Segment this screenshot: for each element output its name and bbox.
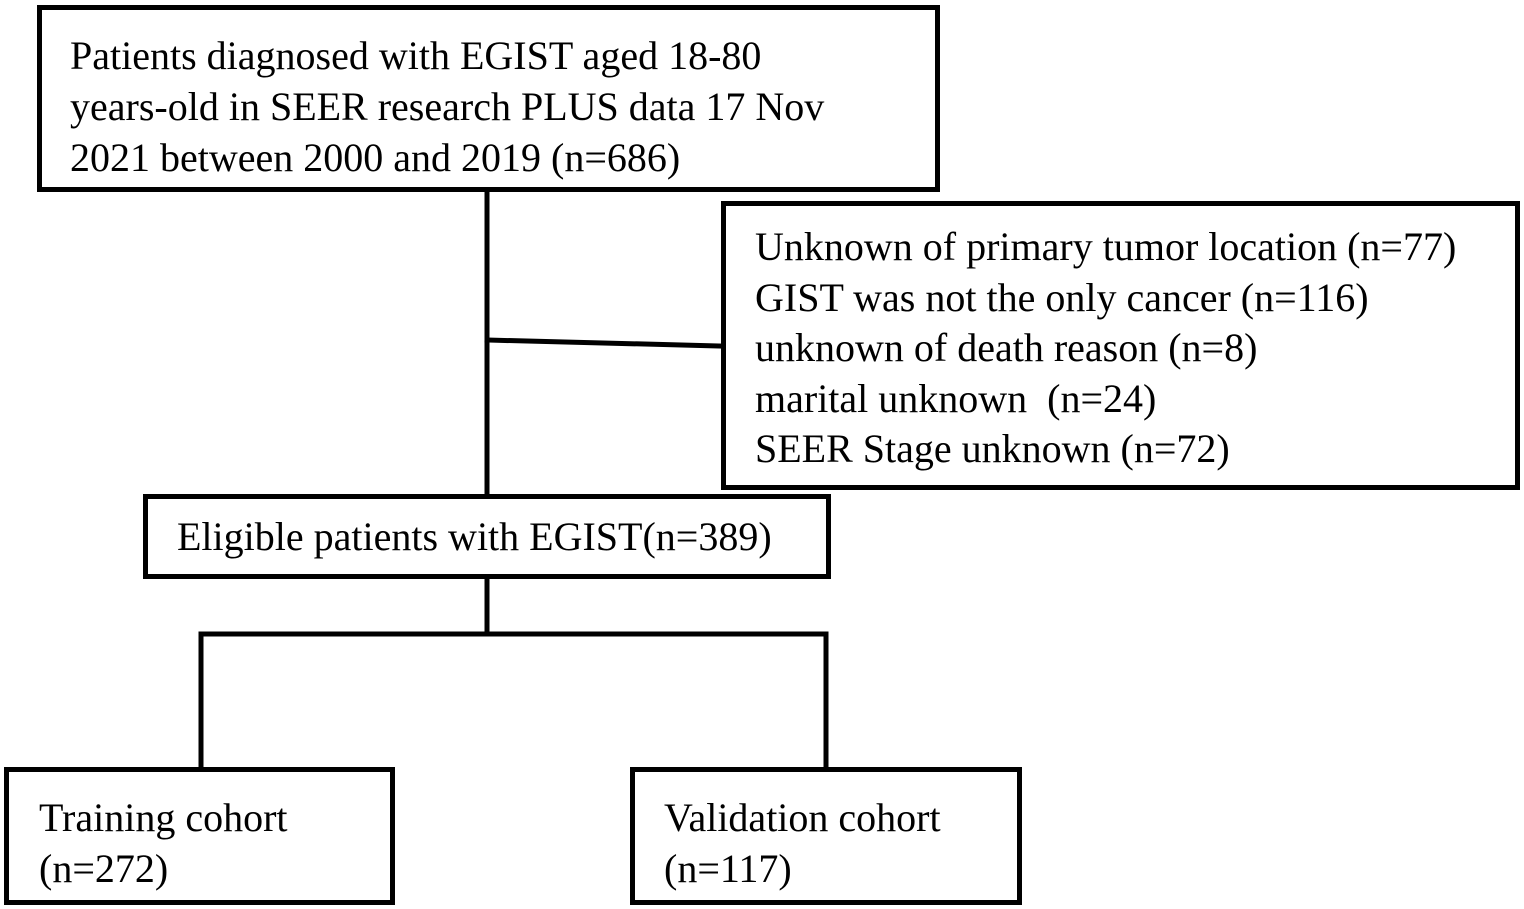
eligible-patients-box: Eligible patients with EGIST(n=389) <box>143 494 831 579</box>
exclusion-item: marital unknown (n=24) <box>755 375 1157 421</box>
validation-cohort-count: (n=117) <box>664 846 792 891</box>
connector-to-exclusion <box>484 337 724 349</box>
validation-cohort-box: Validation cohort (n=117) <box>630 767 1022 905</box>
training-cohort-text: Training cohort (n=272) <box>39 792 288 894</box>
training-cohort-label: Training cohort <box>39 795 288 840</box>
exclusion-item: unknown of death reason (n=8) <box>755 325 1258 370</box>
exclusion-criteria-list: Unknown of primary tumor location (n=77)… <box>755 222 1456 475</box>
training-cohort-count: (n=272) <box>39 846 169 891</box>
source-population-box: Patients diagnosed with EGIST aged 18-80… <box>37 5 940 192</box>
exclusion-criteria-box: Unknown of primary tumor location (n=77)… <box>721 201 1520 490</box>
exclusion-item: GIST was not the only cancer (n=116) <box>755 274 1369 320</box>
training-cohort-box: Training cohort (n=272) <box>4 767 395 905</box>
exclusion-item: SEER Stage unknown (n=72) <box>755 426 1230 471</box>
source-line: years-old in SEER research PLUS data 17 … <box>70 84 825 129</box>
eligible-patients-label: Eligible patients with EGIST(n=389) <box>177 514 772 559</box>
source-line: Patients diagnosed with EGIST aged 18-80 <box>70 33 762 78</box>
exclusion-item: Unknown of primary tumor location (n=77) <box>755 224 1457 269</box>
source-population-text: Patients diagnosed with EGIST aged 18-80… <box>70 30 824 183</box>
validation-cohort-text: Validation cohort (n=117) <box>664 792 941 894</box>
validation-cohort-label: Validation cohort <box>664 795 941 840</box>
source-line: 2021 between 2000 and 2019 (n=686) <box>70 135 681 180</box>
